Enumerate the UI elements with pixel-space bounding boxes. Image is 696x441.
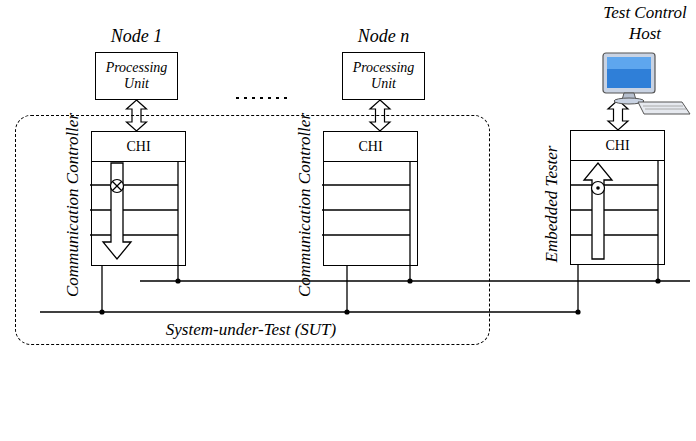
controller-label: Communication Controller — [63, 112, 83, 296]
region-label: System-under-Test (SUT) — [163, 320, 339, 340]
sut-region: System-under-Test (SUT) Communication Con… — [15, 115, 490, 345]
chi-label: CHI — [605, 138, 629, 154]
host-label: Test Control Host — [595, 3, 695, 44]
tester-layers — [570, 160, 658, 312]
bus-line — [40, 311, 578, 313]
unit-label: Processing Unit — [346, 60, 421, 92]
controller-box: Communication ControllerCHI — [91, 131, 186, 266]
chi-label: CHI — [126, 139, 150, 155]
computer-icon — [600, 50, 692, 120]
chi-cell: CHI — [571, 131, 664, 161]
controller-label: Communication Controller — [295, 112, 315, 296]
processing-unit-box: Node nProcessing Unit — [342, 52, 425, 100]
host-computer: Test Control Host — [600, 50, 690, 100]
observation-arrow — [584, 163, 612, 259]
node-heading: Node n — [358, 26, 410, 47]
controller-label: Embedded Tester — [542, 145, 562, 262]
processing-unit-box: Node 1Processing Unit — [95, 52, 178, 100]
controller-box: Communication ControllerCHI — [323, 131, 418, 266]
node-heading: Node 1 — [111, 26, 163, 47]
unit-label: Processing Unit — [99, 60, 174, 92]
continuation-dots — [236, 97, 290, 99]
chi-cell: CHI — [92, 132, 185, 162]
chi-cell: CHI — [324, 132, 417, 162]
chi-label: CHI — [358, 139, 382, 155]
bus-line — [140, 280, 690, 282]
fault-injection-arrow — [103, 163, 131, 259]
bus-junctions — [99, 278, 660, 314]
controller-layers — [322, 160, 410, 312]
interface-arrow — [608, 100, 628, 130]
controller-box: Embedded TesterCHI — [570, 130, 665, 265]
controller-layers — [90, 160, 178, 312]
